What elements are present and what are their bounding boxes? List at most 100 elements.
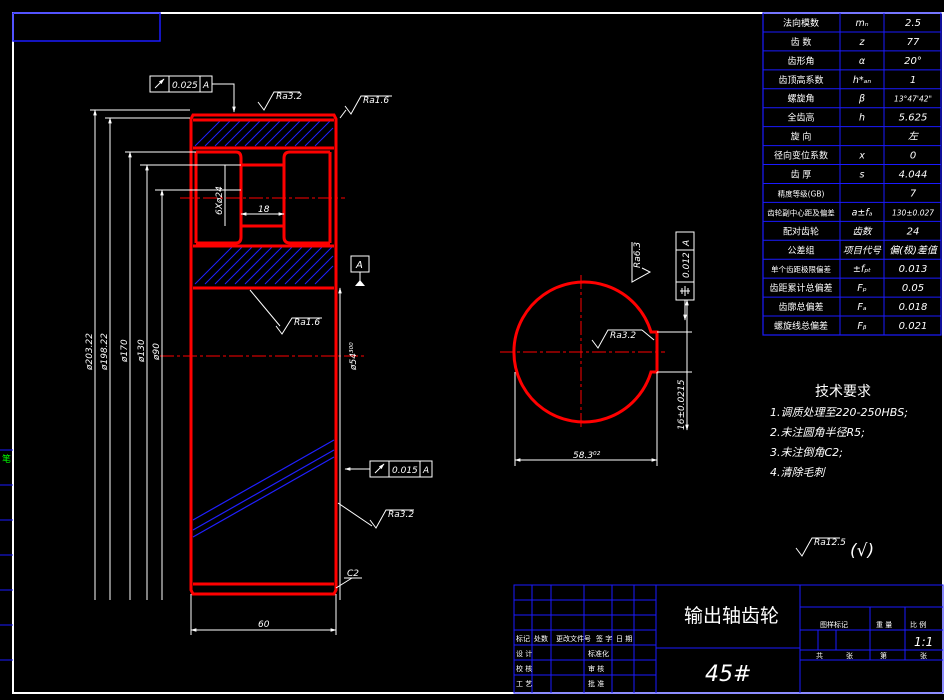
param-value: 0.05 — [902, 283, 924, 294]
tb-label-date: 日 期 — [616, 635, 632, 643]
dim-d203: ø203.22 — [85, 333, 95, 371]
param-name: 单个齿距极限偏差 — [771, 264, 831, 274]
param-name: 法向模数 — [783, 17, 819, 29]
datum-a-label: A — [355, 260, 363, 271]
param-value: 20° — [904, 56, 922, 67]
dim-keyway-depth: 58.3⁰² — [573, 451, 601, 461]
param-symbol: ±fₚₜ — [853, 264, 871, 275]
tb-label-std: 标准化 — [588, 649, 609, 658]
param-value: 7 — [910, 188, 917, 199]
gear-end-view: 58.3⁰² 16±0.0215 Ra3.2 Ra6.3 A 0.012 — [500, 231, 695, 466]
runout-mid-frame: 0.015 A — [344, 460, 433, 478]
param-name: 精度等级(GB) — [778, 188, 825, 198]
end-view-centre-lines — [500, 275, 665, 430]
symmetry-datum: A — [682, 240, 692, 247]
general-roughness-suffix: (√) — [850, 541, 874, 561]
param-value: 2.5 — [905, 18, 921, 29]
param-name: 齿 厚 — [791, 170, 812, 181]
param-name: 齿顶高系数 — [778, 74, 823, 86]
param-symbol: β — [858, 94, 865, 105]
tech-item-4: 4.清除毛刺 — [770, 466, 826, 479]
tb-label-review: 审 核 — [588, 664, 604, 673]
helix-lines — [192, 439, 335, 538]
tb-label-weight: 重 量 — [876, 621, 892, 629]
param-value: 13°47'42" — [894, 95, 932, 104]
tech-requirements: 技术要求 1.调质处理至220-250HBS; 2.未注圆角半径R5; 3.未注… — [770, 384, 908, 479]
param-symbol: h — [859, 113, 865, 124]
param-value: 0.013 — [899, 264, 928, 275]
roughness-top-1-label: Ra3.2 — [276, 92, 302, 102]
drawing-frame: 笔 — [0, 12, 944, 694]
dim-bore: ø54³⁰⁰ — [349, 342, 359, 371]
param-symbol: 齿数 — [852, 226, 873, 237]
roughness-side-label: Ra6.3 — [633, 242, 643, 268]
dim-d170: ø170 — [120, 339, 130, 363]
roughness-side: Ra6.3 — [631, 242, 652, 283]
hatch-top — [194, 119, 334, 147]
tb-label-sheet: 张 — [846, 651, 853, 660]
tech-item-3: 3.未注倒角C2; — [770, 446, 843, 459]
roughness-top-2: Ra1.6 — [339, 95, 392, 119]
param-symbol: s — [860, 170, 865, 181]
roughness-top-2-label: Ra1.6 — [363, 96, 389, 106]
param-value: 左 — [908, 131, 919, 143]
dim-holes: 6Xø24 — [215, 186, 225, 215]
tb-label-check: 校 核 — [516, 664, 532, 673]
title-block — [513, 584, 944, 694]
material: 45# — [705, 662, 751, 687]
tb-label-change: 更改文件号 — [556, 634, 591, 643]
tb-label-sheet2: 张 — [920, 651, 927, 660]
param-symbol: Fₐ — [857, 302, 866, 313]
dim-face-width: 60 — [258, 620, 270, 630]
roughness-lower: Ra3.2 — [337, 502, 414, 529]
param-value: 0.018 — [899, 302, 928, 313]
tech-item-1: 1.调质处理至220-250HBS; — [770, 406, 908, 419]
tech-title: 技术要求 — [815, 384, 871, 400]
tb-label-scale: 比 例 — [910, 620, 926, 629]
dim-web-width: 18 — [258, 205, 270, 215]
general-roughness-label: Ra12.5 — [814, 538, 846, 548]
tech-item-2: 2.未注圆角半径R5; — [770, 426, 865, 439]
tb-label-sign: 签 字 — [596, 634, 612, 643]
param-name: 螺旋线总偏差 — [774, 320, 828, 332]
roughness-keyway: Ra3.2 — [591, 329, 655, 349]
bore-outline — [512, 280, 659, 424]
param-value: 1 — [910, 75, 916, 86]
datum-a: A — [350, 255, 370, 286]
param-symbol: h*ₐₙ — [853, 75, 871, 86]
param-value: 77 — [907, 37, 920, 48]
gear-section-view: ø203.22 ø198.22 ø170 ø130 ø90 ø54³⁰⁰ 6Xø… — [85, 75, 433, 635]
hatch-bottom — [194, 245, 334, 285]
param-name: 齿距累计总偏差 — [769, 282, 832, 294]
tb-label-approve: 批 准 — [588, 679, 604, 688]
runout-mid-datum: A — [422, 466, 429, 476]
param-symbol: mₙ — [855, 18, 868, 29]
param-name: 公差组 — [787, 244, 814, 256]
tb-label-no: 第 — [880, 651, 887, 660]
roughness-lower-label: Ra3.2 — [388, 510, 414, 520]
param-name: 齿 数 — [791, 36, 812, 48]
param-symbol: Fᵦ — [857, 321, 866, 332]
diameter-dimensions — [90, 109, 241, 600]
scale: 1:1 — [914, 635, 933, 649]
dim-d198: ø198.22 — [100, 333, 110, 371]
part-name: 输出轴齿轮 — [684, 605, 779, 627]
param-value: 5.625 — [899, 113, 928, 124]
centre-lines — [160, 197, 365, 357]
tb-label-process: 工 艺 — [516, 680, 532, 688]
roughness-keyway-label: Ra3.2 — [610, 331, 636, 341]
chamfer-label: C2 — [347, 569, 359, 579]
param-symbol: a±fₐ — [852, 207, 873, 218]
gear-outline — [189, 113, 338, 596]
param-name: 齿轮副中心距及偏差 — [767, 207, 835, 217]
tb-label-mark: 标记 — [516, 634, 530, 643]
left-edge-text: 笔 — [2, 453, 11, 465]
dim-keyway-width: 16±0.0215 — [677, 379, 687, 430]
param-value: 0.021 — [899, 321, 928, 332]
tb-label-drawing-mark: 图样标记 — [820, 620, 848, 629]
param-value: 4.044 — [899, 170, 928, 181]
param-name: 配对齿轮 — [783, 225, 819, 237]
runout-top-value: 0.025 — [172, 81, 198, 91]
